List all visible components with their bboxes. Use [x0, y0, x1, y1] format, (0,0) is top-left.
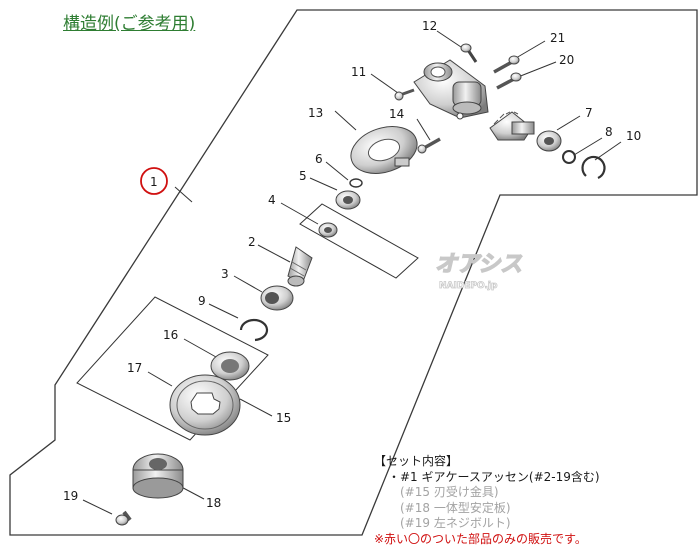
- bolt-14: [417, 137, 441, 154]
- ring-8: [562, 150, 576, 164]
- bearing-subassembly-frame: [299, 203, 419, 279]
- label-part-1: 1: [150, 175, 158, 189]
- set-contents-notes: 【セット内容】 ・#1 ギアケースアッセン(#2-19含む) (#15 刃受け金…: [374, 454, 694, 547]
- label-part-20: 20: [559, 53, 574, 67]
- assembly-boundary: [9, 9, 698, 536]
- notes-sub-2: (#18 一体型安定板): [400, 500, 511, 515]
- label-part-2: 2: [248, 235, 256, 249]
- washer-16: [210, 351, 250, 381]
- bearing-4: [318, 222, 338, 238]
- page-title: 構造例(ご参考用): [63, 14, 196, 34]
- gear-case-housing: [413, 59, 489, 120]
- bolt-12: [460, 43, 478, 63]
- blade-holder-17: [169, 374, 241, 436]
- label-part-6: 6: [315, 152, 323, 166]
- snap-ring-10: [581, 155, 606, 180]
- label-part-15: 15: [276, 411, 291, 425]
- shaft-2: [287, 246, 313, 287]
- cup-18: [132, 453, 184, 499]
- svg-text:NAIDEPO.jp: NAIDEPO.jp: [439, 281, 498, 291]
- notes-sub-3: (#19 左ネジボルト): [400, 516, 511, 530]
- label-part-21: 21: [550, 31, 565, 45]
- bearing-3: [260, 285, 294, 311]
- bevel-gear-7: [489, 111, 562, 152]
- bolt-19: [115, 510, 132, 526]
- label-part-18: 18: [206, 496, 221, 510]
- notes-item-1: ・#1 ギアケースアッセン(#2-19含む): [388, 469, 600, 484]
- bolt-11: [394, 88, 415, 101]
- label-part-5: 5: [299, 169, 307, 183]
- watermark-logo: オアシス NAIDEPO.jp: [434, 251, 523, 291]
- bolt-21: [493, 55, 520, 74]
- svg-text:オアシス: オアシス: [435, 252, 522, 277]
- label-part-8: 8: [605, 125, 613, 139]
- label-part-4: 4: [268, 193, 276, 207]
- oring-6: [349, 178, 363, 188]
- label-part-9: 9: [198, 294, 206, 308]
- label-part-3: 3: [221, 267, 229, 281]
- label-part-16: 16: [163, 328, 178, 342]
- highlight-circle-part-1: [140, 167, 168, 195]
- label-part-13: 13: [308, 106, 323, 120]
- bolt-20: [496, 72, 522, 90]
- blade-holder-subassembly-frame: [76, 296, 269, 441]
- notes-sub-1: (#15 刃受け金具): [400, 485, 499, 499]
- label-part-17: 17: [127, 361, 142, 375]
- notes-warning: ※赤い〇のついた部品のみの販売です。: [374, 531, 587, 546]
- label-part-11: 11: [351, 65, 366, 79]
- label-part-7: 7: [585, 106, 593, 120]
- bearing-5: [335, 190, 361, 210]
- label-part-14: 14: [389, 107, 404, 121]
- label-part-19: 19: [63, 489, 78, 503]
- leader-lines: [82, 30, 622, 515]
- snap-ring-9: [239, 318, 269, 342]
- label-part-12: 12: [422, 19, 437, 33]
- notes-heading: 【セット内容】: [374, 454, 459, 468]
- cover-13: [350, 126, 418, 174]
- label-part-10: 10: [626, 129, 641, 143]
